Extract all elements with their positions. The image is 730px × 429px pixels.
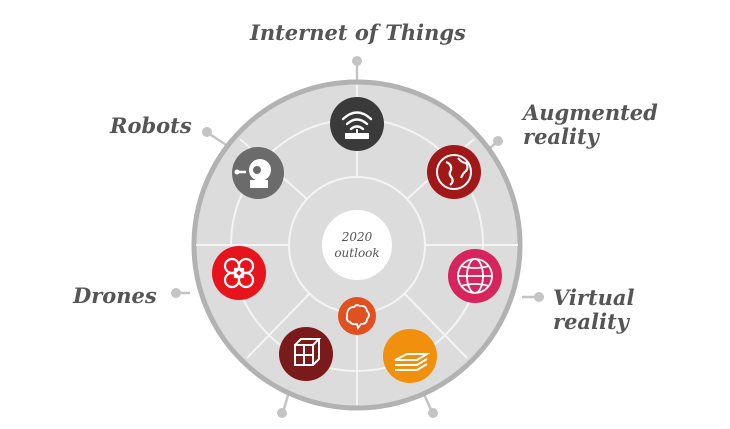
layered-printer-icon xyxy=(383,329,437,383)
label-drones: Drones xyxy=(73,283,157,308)
robot-head-icon xyxy=(232,147,284,199)
globe-icon xyxy=(427,145,481,199)
center-outlook: outlook xyxy=(334,246,379,260)
label-augmented-line2: reality xyxy=(523,124,599,149)
label-virtual-line1: Virtual xyxy=(553,285,635,310)
label-augmented-line1: Augmented xyxy=(523,100,658,125)
drone-icon xyxy=(212,246,266,300)
connector-dots xyxy=(171,56,544,418)
center-hub: 2020 outlook xyxy=(322,210,392,280)
brain-icon xyxy=(338,297,376,335)
label-augmented-reality: Augmented reality xyxy=(523,101,658,149)
label-internet-of-things: Internet of Things xyxy=(250,20,466,45)
blockchain-cube-icon xyxy=(279,327,333,381)
label-robots: Robots xyxy=(110,113,192,138)
label-virtual-line2: reality xyxy=(553,309,629,334)
center-year: 2020 xyxy=(341,230,373,244)
label-virtual-reality: Virtual reality xyxy=(553,286,635,334)
wifi-router-icon xyxy=(330,97,384,151)
wireframe-sphere-icon xyxy=(448,249,502,303)
